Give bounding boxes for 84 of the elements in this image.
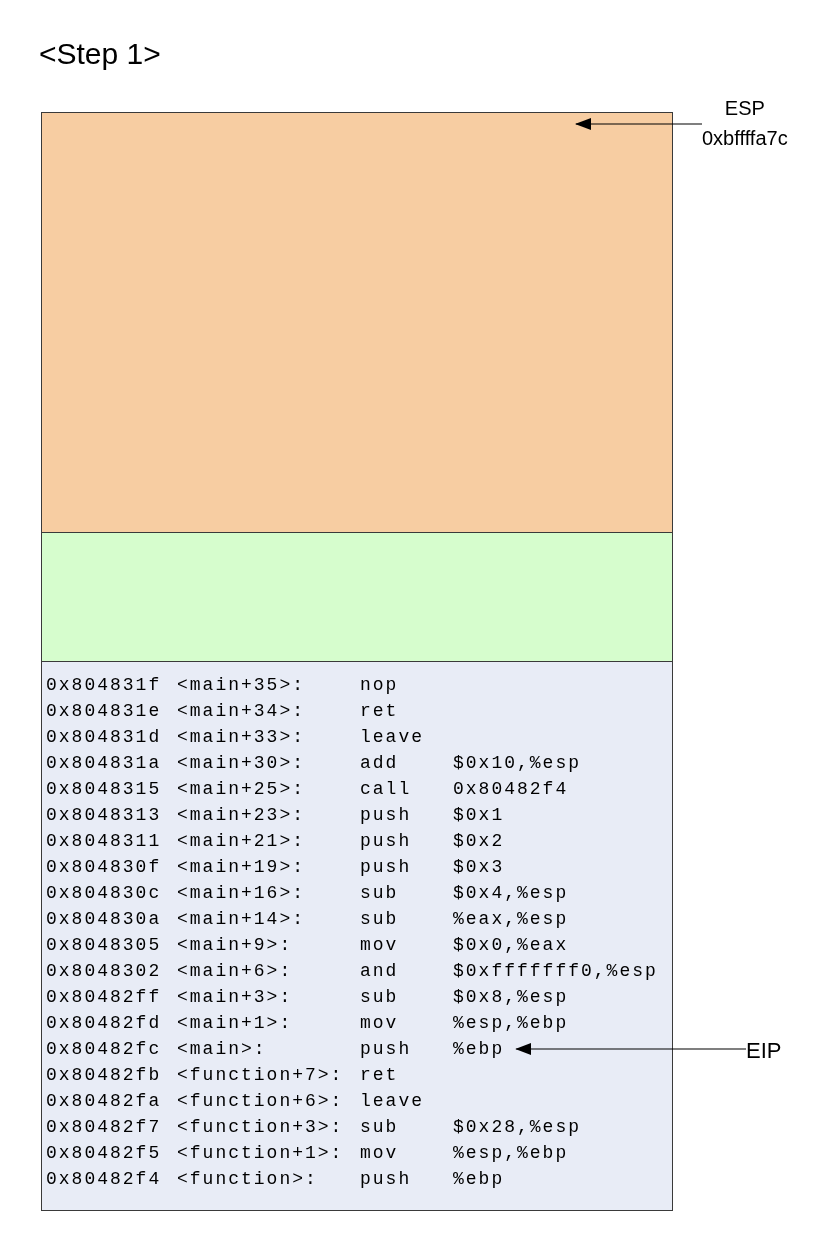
address-text: 0x804830c — [46, 882, 163, 905]
mnemonic-text: call — [360, 778, 413, 801]
address-text: 0x80482f5 — [46, 1142, 163, 1165]
symbol-text: <function+3>: — [177, 1116, 345, 1139]
address-text: 0x8048305 — [46, 934, 163, 957]
operand-text: $0xfffffff0,%esp — [453, 960, 658, 983]
operand-text: $0x1 — [453, 804, 505, 827]
symbol-text: <main+14>: — [177, 908, 307, 931]
mnemonic-text: push — [360, 830, 413, 853]
mnemonic-text: sub — [360, 908, 400, 931]
address-text: 0x804831e — [46, 700, 163, 723]
mnemonic-text: sub — [360, 882, 400, 905]
operand-text: $0x28,%esp — [453, 1116, 582, 1139]
mnemonic-text: mov — [360, 1142, 400, 1165]
operand-text: $0x0,%eax — [453, 934, 569, 957]
code-panel — [41, 661, 673, 1211]
mnemonic-text: push — [360, 1038, 413, 1061]
arrow — [515, 1043, 747, 1055]
symbol-text: <main+30>: — [177, 752, 307, 775]
symbol-text: <function+7>: — [177, 1064, 345, 1087]
symbol-text: <main+21>: — [177, 830, 307, 853]
step-title: <Step 1> — [39, 36, 161, 72]
symbol-text: <main+6>: — [177, 960, 294, 983]
mnemonic-text: push — [360, 856, 413, 879]
address-text: 0x804830f — [46, 856, 163, 879]
symbol-text: <main+34>: — [177, 700, 307, 723]
symbol-text: <main+25>: — [177, 778, 307, 801]
operand-text: $0x4,%esp — [453, 882, 569, 905]
stack-area — [41, 112, 673, 533]
symbol-text: <main+1>: — [177, 1012, 294, 1035]
symbol-text: <main+9>: — [177, 934, 294, 957]
operand-text: %esp,%ebp — [453, 1012, 569, 1035]
symbol-text: <main+35>: — [177, 674, 307, 697]
operand-text: $0x2 — [453, 830, 505, 853]
symbol-text: <function+1>: — [177, 1142, 345, 1165]
mnemonic-text: mov — [360, 1012, 400, 1035]
address-text: 0x80482ff — [46, 986, 163, 1009]
operand-text: 0x80482f4 — [453, 778, 569, 801]
register-name: ESP — [723, 96, 766, 121]
stack-frame-area — [41, 532, 673, 662]
symbol-text: <main>: — [177, 1038, 268, 1061]
address-text: 0x804830a — [46, 908, 163, 931]
address-text: 0x80482f7 — [46, 1116, 163, 1139]
address-text: 0x804831a — [46, 752, 163, 775]
arrow — [575, 118, 703, 130]
address-text: 0x80482fa — [46, 1090, 163, 1113]
operand-text: %ebp — [453, 1168, 505, 1191]
address-text: 0x80482fc — [46, 1038, 163, 1061]
symbol-text: <function+6>: — [177, 1090, 345, 1113]
mnemonic-text: ret — [360, 700, 400, 723]
operand-text: %esp,%ebp — [453, 1142, 569, 1165]
address-text: 0x804831d — [46, 726, 163, 749]
operand-text: %eax,%esp — [453, 908, 569, 931]
address-text: 0x8048311 — [46, 830, 163, 853]
mnemonic-text: ret — [360, 1064, 400, 1087]
symbol-text: <main+19>: — [177, 856, 307, 879]
mnemonic-text: push — [360, 804, 413, 827]
operand-text: $0x8,%esp — [453, 986, 569, 1009]
mnemonic-text: add — [360, 752, 400, 775]
address-text: 0x8048313 — [46, 804, 163, 827]
mnemonic-text: push — [360, 1168, 413, 1191]
address-text: 0x804831f — [46, 674, 163, 697]
symbol-text: <main+33>: — [177, 726, 307, 749]
address-text: 0x80482fb — [46, 1064, 163, 1087]
address-text: 0x8048302 — [46, 960, 163, 983]
mnemonic-text: leave — [360, 1090, 425, 1113]
mnemonic-text: and — [360, 960, 400, 983]
symbol-text: <main+23>: — [177, 804, 307, 827]
mnemonic-text: sub — [360, 1116, 400, 1139]
mnemonic-text: nop — [360, 674, 400, 697]
mnemonic-text: mov — [360, 934, 400, 957]
register-value: 0xbffffa7c — [702, 126, 788, 151]
symbol-text: <function>: — [177, 1168, 319, 1191]
operand-text: $0x3 — [453, 856, 505, 879]
symbol-text: <main+16>: — [177, 882, 307, 905]
register-name: EIP — [746, 1037, 782, 1065]
operand-text: $0x10,%esp — [453, 752, 582, 775]
mnemonic-text: leave — [360, 726, 425, 749]
address-text: 0x80482f4 — [46, 1168, 163, 1191]
symbol-text: <main+3>: — [177, 986, 294, 1009]
operand-text: %ebp — [453, 1038, 506, 1061]
address-text: 0x80482fd — [46, 1012, 163, 1035]
address-text: 0x8048315 — [46, 778, 163, 801]
mnemonic-text: sub — [360, 986, 400, 1009]
